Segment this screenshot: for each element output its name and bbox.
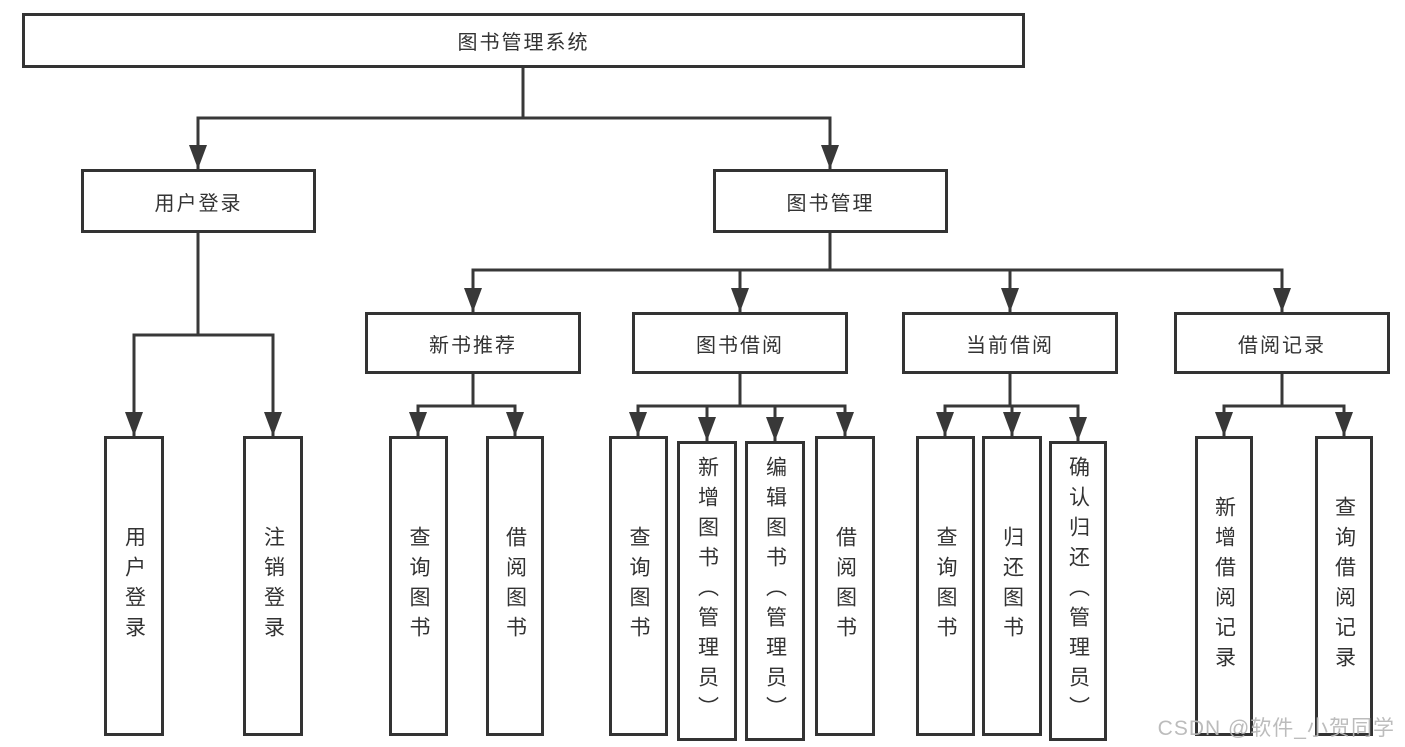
- leaf-edit-books-admin: 编辑图书（管理员）: [745, 441, 805, 741]
- node-label: 借阅图书: [503, 526, 527, 646]
- node-label: 确认归还（管理员）: [1066, 456, 1090, 726]
- leaf-confirm-return-admin: 确认归还（管理员）: [1049, 441, 1107, 741]
- node-label: 图书借阅: [696, 334, 784, 357]
- leaf-query-borrow-record: 查询借阅记录: [1315, 436, 1373, 736]
- connector-book-management-to-level2: [464, 233, 1291, 312]
- node-label: 查询借阅记录: [1332, 496, 1356, 676]
- node-label: 借阅记录: [1238, 334, 1326, 357]
- connector-new-book-recommendation-to-leaves: [409, 374, 524, 436]
- connector-current-borrowing-to-leaves: [936, 374, 1087, 441]
- node-label: 图书管理: [786, 192, 875, 215]
- leaf-add-borrow-record: 新增借阅记录: [1195, 436, 1253, 736]
- node-label: 新增借阅记录: [1212, 496, 1236, 676]
- node-label: 当前借阅: [966, 334, 1054, 357]
- node-label: 新书推荐: [429, 334, 517, 357]
- connector-book-borrowing-to-leaves: [629, 374, 854, 441]
- connector-borrowing-records-to-leaves: [1215, 374, 1353, 436]
- node-user-login: 用户登录: [81, 169, 316, 233]
- leaf-query-books-borrowing: 查询图书: [609, 436, 668, 736]
- node-label: 查询图书: [627, 526, 650, 646]
- connector-root-to-level1: [189, 68, 839, 169]
- node-current-borrowing: 当前借阅: [902, 312, 1118, 374]
- node-label: 查询图书: [407, 526, 430, 646]
- node-label: 编辑图书（管理员）: [763, 456, 787, 726]
- leaf-user-login: 用户登录: [104, 436, 164, 736]
- node-borrowing-records: 借阅记录: [1174, 312, 1390, 374]
- leaf-borrow-books-recommend: 借阅图书: [486, 436, 544, 736]
- node-label: 用户登录: [154, 192, 243, 215]
- node-root: 图书管理系统: [22, 13, 1025, 68]
- node-book-management: 图书管理: [713, 169, 948, 233]
- csdn-watermark: CSDN @软件_小贺同学: [1157, 717, 1395, 740]
- node-label: 归还图书: [1000, 526, 1024, 646]
- leaf-query-books-current: 查询图书: [916, 436, 975, 736]
- leaf-borrow-books-borrowing: 借阅图书: [815, 436, 875, 736]
- node-label: 新增图书（管理员）: [695, 456, 719, 726]
- node-label: 注销登录: [261, 526, 285, 646]
- node-label: 用户登录: [122, 526, 146, 646]
- node-new-book-recommendation: 新书推荐: [365, 312, 581, 374]
- node-label: 图书管理系统: [457, 32, 590, 54]
- connector-user-login-to-leaves: [125, 233, 282, 436]
- leaf-query-books-recommend: 查询图书: [389, 436, 448, 736]
- leaf-add-books-admin: 新增图书（管理员）: [677, 441, 737, 741]
- node-label: 借阅图书: [833, 526, 857, 646]
- node-label: 查询图书: [934, 526, 957, 646]
- leaf-logout-login: 注销登录: [243, 436, 303, 736]
- leaf-return-books: 归还图书: [982, 436, 1042, 736]
- node-book-borrowing: 图书借阅: [632, 312, 848, 374]
